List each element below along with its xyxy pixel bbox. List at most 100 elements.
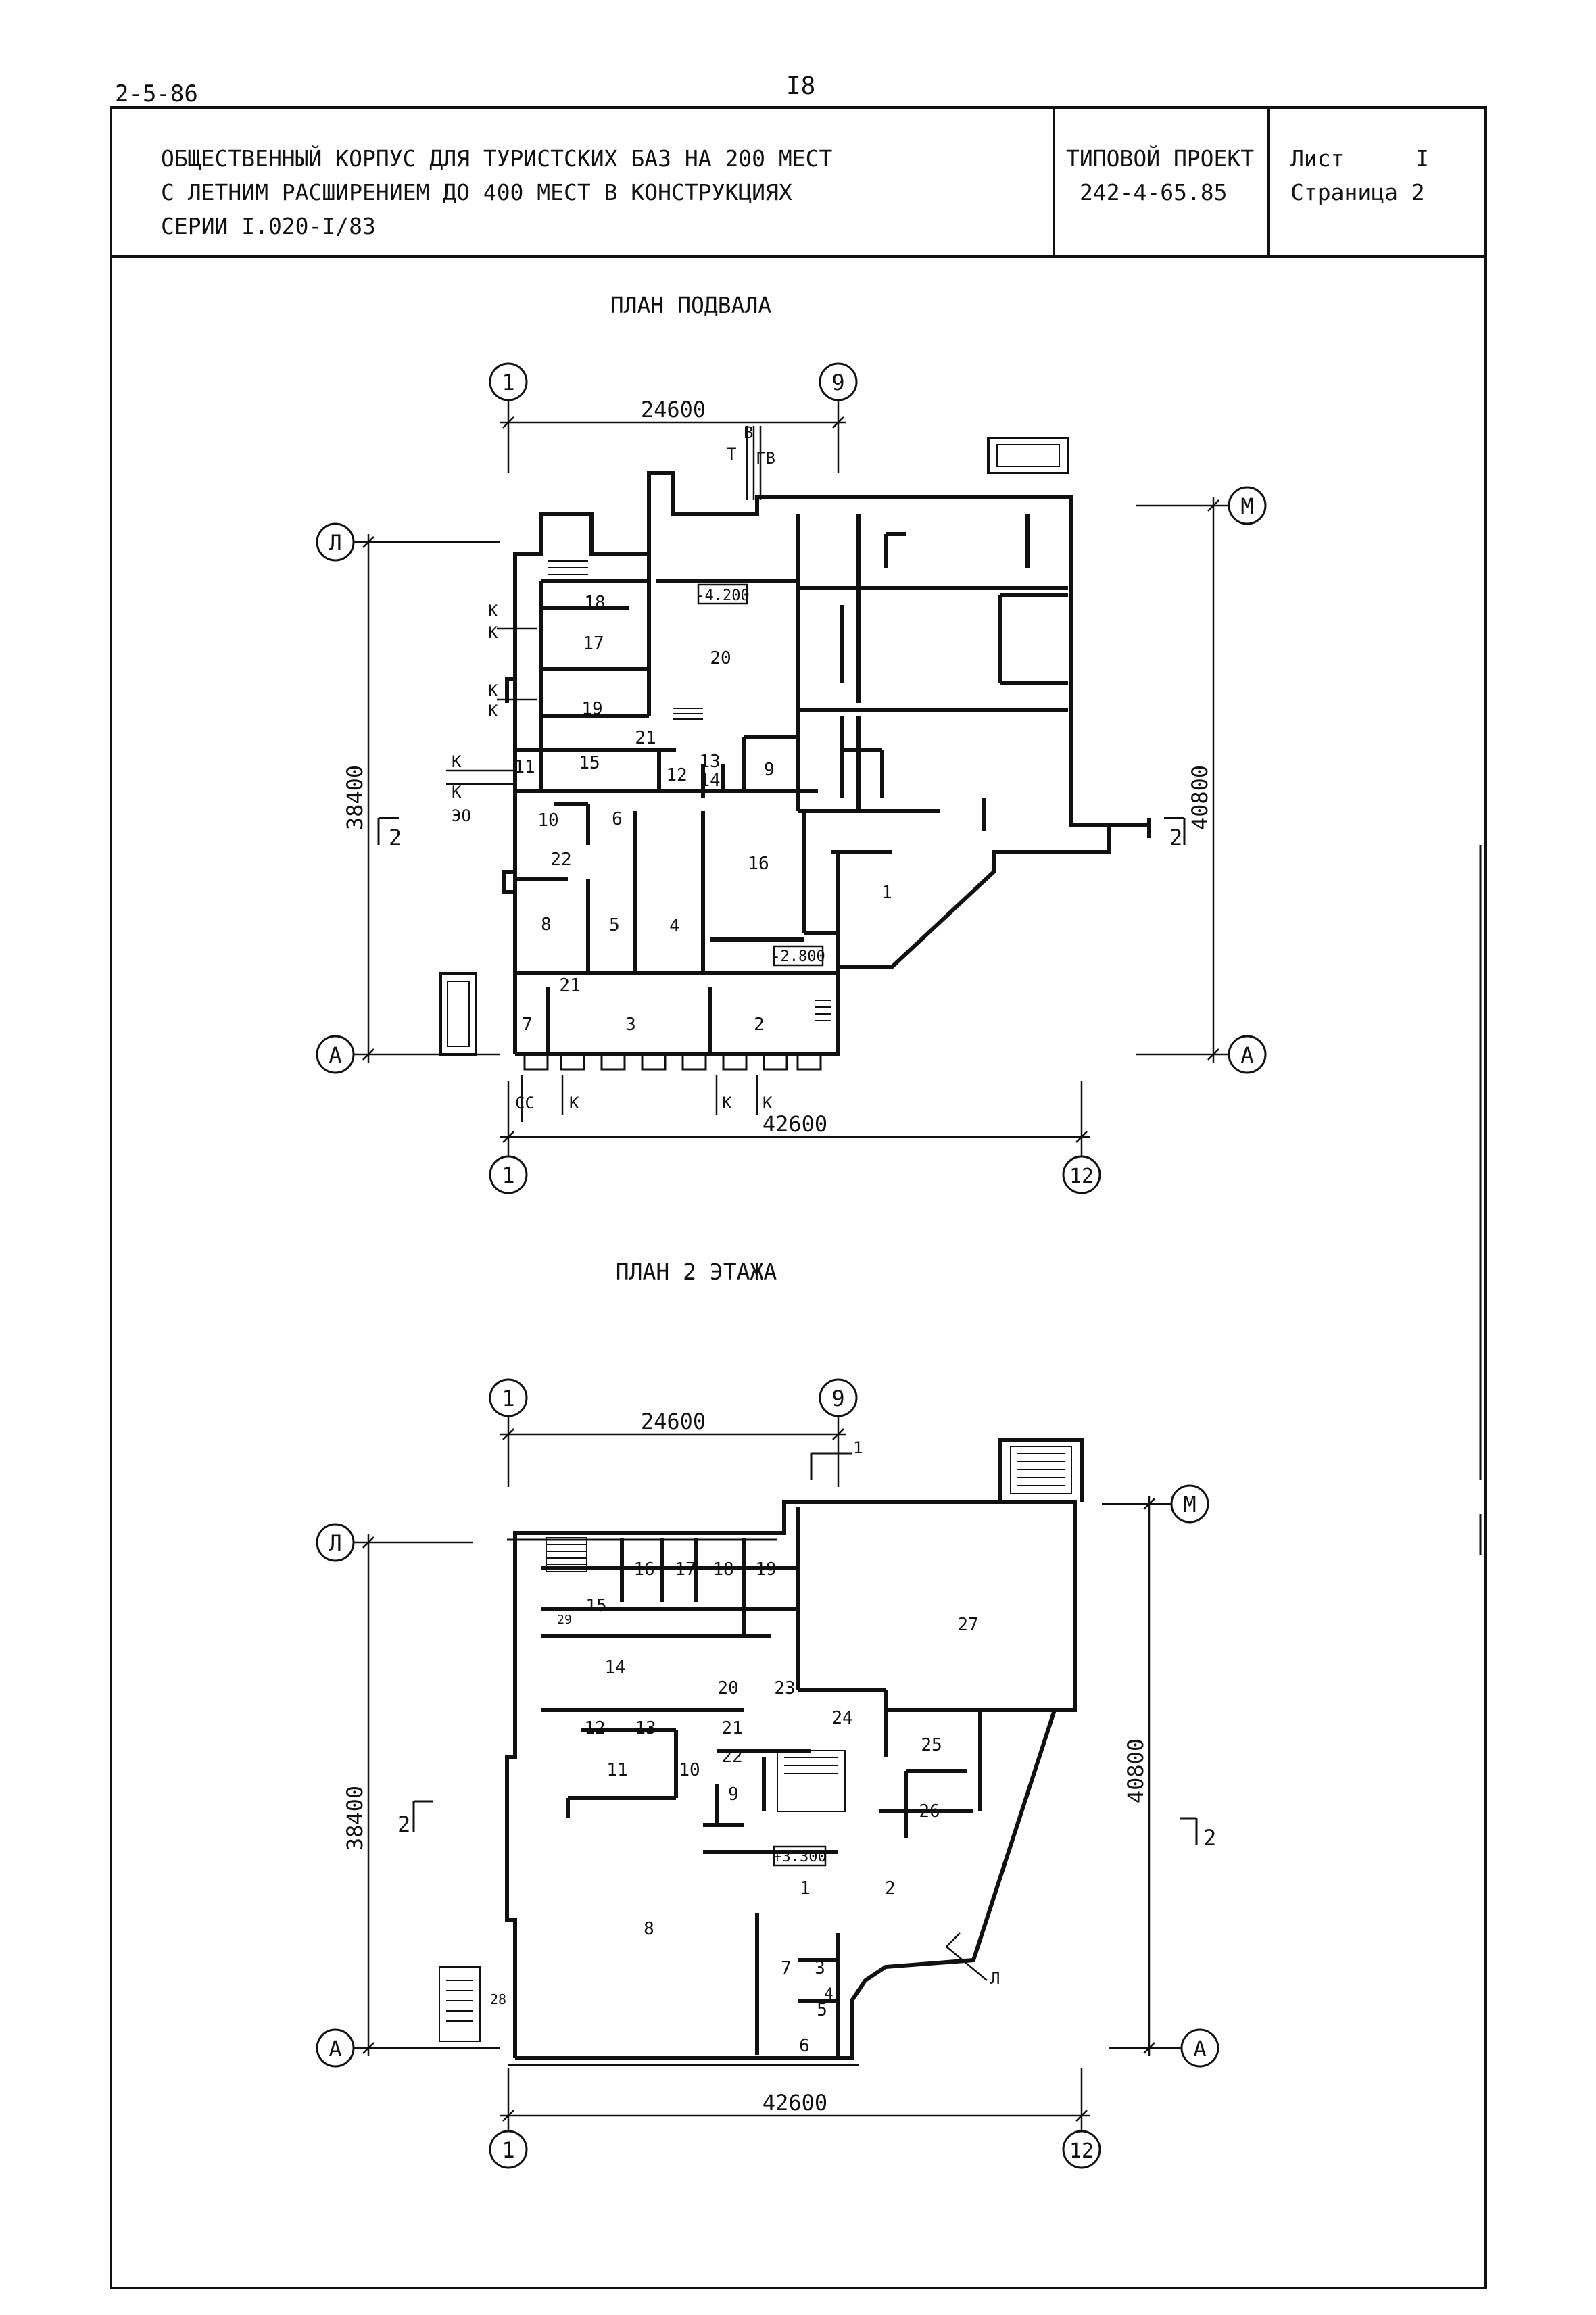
- svg-text:М: М: [1240, 493, 1253, 519]
- room-number: 20: [717, 1678, 738, 1699]
- svg-text:А: А: [1193, 2036, 1206, 2062]
- room-number: 7: [781, 1958, 792, 1978]
- room-number: 21: [559, 975, 580, 996]
- room-number: 15: [585, 1596, 606, 1616]
- axis-bubble-m-right: М: [1170, 1484, 1209, 1524]
- room-number: 1: [800, 1878, 811, 1899]
- room-number: 27: [957, 1615, 978, 1635]
- axis-bubble-12-bottom: 12: [1062, 1155, 1101, 1194]
- dim-top: 24600: [641, 1409, 706, 1434]
- sheet-label: Лист: [1290, 145, 1345, 172]
- svg-text:СС: СС: [515, 1094, 535, 1113]
- room-number: 16: [633, 1559, 654, 1580]
- svg-text:К: К: [452, 783, 462, 802]
- second-floor-plan-title: ПЛАН 2 ЭТАЖА: [615, 1259, 777, 1285]
- drawing-frame: ОБЩЕСТВЕННЫЙ КОРПУС ДЛЯ ТУРИСТСКИХ БАЗ Н…: [110, 106, 1487, 2289]
- project-number: 242-4-65.85: [1080, 179, 1228, 205]
- level-upper: -4.200: [696, 587, 749, 604]
- room-number: 19: [581, 699, 602, 719]
- title-line-3: СЕРИИ I.020-I/83: [161, 213, 376, 239]
- svg-text:К: К: [488, 602, 498, 620]
- stair-hatch: [548, 560, 831, 1021]
- level-box: [773, 1845, 827, 1867]
- section-mark-right: 2: [1164, 817, 1186, 850]
- room-number: 22: [721, 1747, 742, 1767]
- room-number: 9: [728, 1784, 739, 1805]
- axis-bubble-m-right: М: [1228, 486, 1267, 525]
- room-number: 10: [679, 1760, 700, 1780]
- dim-bottom: 42600: [763, 1111, 827, 1137]
- room-number: 2: [754, 1015, 765, 1035]
- room-number: 20: [710, 648, 731, 668]
- room-number: 6: [799, 2036, 810, 2056]
- svg-text:Л: Л: [990, 1969, 1000, 1988]
- svg-text:К: К: [722, 1094, 732, 1113]
- svg-text:К: К: [488, 702, 498, 721]
- room-number: 11: [606, 1760, 627, 1780]
- svg-text:1: 1: [502, 1163, 514, 1188]
- svg-text:12: 12: [1069, 1165, 1094, 1188]
- dimension-lines: [354, 400, 1229, 1156]
- title-line-2: С ЛЕТНИМ РАСШИРЕНИЕМ ДО 400 МЕСТ В КОНСТ…: [161, 179, 792, 205]
- basement-room-numbers: 18 17 19 20 21 11 15 12 13 14 9 10 6 22 …: [514, 593, 892, 1035]
- svg-text:2: 2: [389, 825, 402, 850]
- room-number: 14: [604, 1657, 625, 1678]
- room-number: 17: [675, 1559, 696, 1580]
- dim-right: 40800: [1123, 1738, 1148, 1803]
- stair-hatch: [439, 1446, 1072, 2042]
- page-number: I8: [786, 72, 816, 100]
- axis-bubble-9-top: 9: [819, 1378, 858, 1417]
- view-mark: Л: [946, 1932, 1000, 1988]
- basement-walls: [502, 471, 1151, 1056]
- basement-plan: 1 9 1 12 Л А М А: [316, 362, 1267, 1194]
- svg-text:1: 1: [502, 1386, 514, 1411]
- room-number: 4: [669, 916, 680, 936]
- svg-text:К: К: [488, 623, 498, 642]
- svg-text:А: А: [329, 2036, 341, 2062]
- axis-bubble-1-bottom: 1: [489, 1155, 528, 1194]
- room-number: 14: [699, 771, 720, 791]
- title-line-1: ОБЩЕСТВЕННЫЙ КОРПУС ДЛЯ ТУРИСТСКИХ БАЗ Н…: [161, 145, 833, 172]
- room-number: 18: [584, 593, 605, 613]
- utility-labels: В Т ГВ К К К К К К ЭО СС К К К: [452, 423, 775, 1113]
- room-number: 1: [881, 883, 892, 903]
- room-number: 23: [774, 1678, 795, 1699]
- svg-text:К: К: [569, 1094, 579, 1113]
- svg-text:Т: Т: [727, 445, 736, 464]
- room-number: 17: [583, 633, 604, 654]
- room-number: 11: [514, 757, 535, 777]
- project-cell: ТИПОВОЙ ПРОЕКТ 242-4-65.85: [1055, 109, 1270, 255]
- dimension-lines: [354, 1416, 1182, 2131]
- room-number: 25: [921, 1735, 942, 1755]
- axis-bubble-1-top: 1: [489, 362, 528, 401]
- svg-text:1: 1: [853, 1438, 863, 1457]
- room-number: 6: [612, 809, 623, 829]
- axis-bubble-l-left: Л: [316, 1523, 355, 1562]
- sheet-number: I: [1416, 145, 1429, 172]
- room-number: 9: [764, 760, 775, 780]
- utility-arrows: [446, 426, 762, 1122]
- svg-text:9: 9: [831, 370, 844, 395]
- svg-text:В: В: [744, 423, 753, 442]
- sheet-code: 2-5-86: [115, 80, 198, 107]
- svg-text:ГВ: ГВ: [756, 449, 775, 468]
- svg-text:ЭО: ЭО: [452, 806, 471, 825]
- svg-text:К: К: [452, 752, 462, 771]
- sheet-cell: Лист I Страница 2: [1270, 109, 1484, 255]
- svg-text:К: К: [763, 1094, 773, 1113]
- second-floor-plan: 1 9 1 12 Л А М А: [316, 1378, 1219, 2169]
- room-number: 18: [712, 1559, 733, 1580]
- section-mark-left: 2: [397, 1800, 433, 1837]
- outer-wall-hatch: [507, 1538, 859, 2066]
- axis-bubble-12-bottom: 12: [1062, 2130, 1101, 2169]
- room-number: 28: [490, 1991, 506, 2007]
- room-number: 8: [541, 915, 552, 935]
- level: +3.300: [773, 1849, 826, 1866]
- title-cell: ОБЩЕСТВЕННЫЙ КОРПУС ДЛЯ ТУРИСТСКИХ БАЗ Н…: [112, 109, 1055, 255]
- project-label: ТИПОВОЙ ПРОЕКТ: [1066, 145, 1255, 172]
- view-mark-top: 1: [810, 1438, 863, 1480]
- dim-left: 38400: [342, 1786, 368, 1851]
- second-floor-room-numbers: 16 17 18 19 15 29 27 14 20 23 21 24 12 1…: [490, 1559, 979, 2056]
- axis-bubble-a-left: А: [316, 2028, 355, 2068]
- axis-bubble-l-left: Л: [316, 522, 355, 562]
